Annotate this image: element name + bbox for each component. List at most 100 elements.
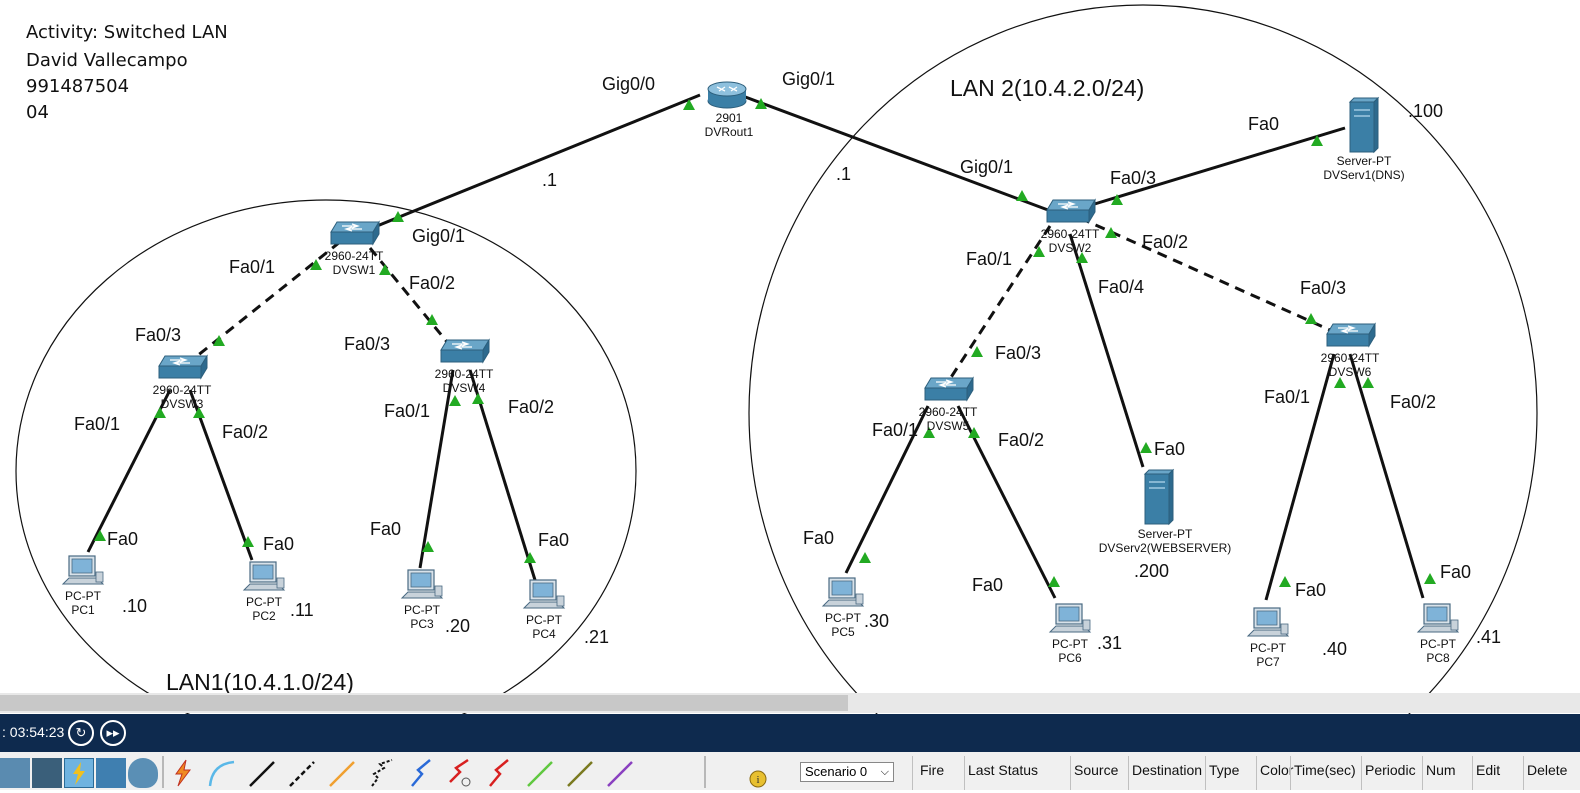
coaxial-cable-icon[interactable] bbox=[406, 758, 436, 788]
column-separator bbox=[1256, 756, 1257, 790]
switch-dvsw2[interactable]: 2960-24TT DVSW2 bbox=[1041, 199, 1100, 255]
pdu-column-periodic[interactable]: Periodic bbox=[1365, 762, 1416, 778]
column-separator bbox=[1290, 756, 1291, 790]
link-router-sw1[interactable] bbox=[371, 93, 701, 230]
switch-icon bbox=[1046, 199, 1096, 223]
pc-pc8[interactable]: PC-PT PC8 bbox=[1417, 603, 1459, 665]
device-name: PC5 bbox=[831, 625, 855, 639]
pdu-column-edit[interactable]: Edit bbox=[1476, 762, 1501, 778]
iot-custom-cable-icon[interactable] bbox=[564, 758, 594, 788]
pdu-column-delete[interactable]: Delete bbox=[1527, 762, 1568, 778]
info-icon[interactable]: i bbox=[744, 758, 774, 788]
column-separator bbox=[1422, 756, 1423, 790]
pdu-column-type[interactable]: Type bbox=[1209, 762, 1240, 778]
lan1-label: LAN1(10.4.1.0/24) bbox=[166, 669, 354, 695]
device-name: PC4 bbox=[532, 627, 556, 641]
pc-pc6[interactable]: PC-PT PC6 bbox=[1049, 603, 1091, 665]
usb-cable-icon[interactable] bbox=[604, 758, 634, 788]
pc-pc3[interactable]: PC-PT PC3 bbox=[401, 569, 443, 631]
reset-time-icon[interactable]: ↻ bbox=[68, 720, 94, 746]
link-sw4-pc3[interactable] bbox=[418, 369, 455, 569]
device-name: PC1 bbox=[71, 603, 95, 617]
port-label: Fa0/3 bbox=[344, 334, 390, 354]
fast-forward-icon[interactable]: ▸▸ bbox=[100, 720, 126, 746]
ip-label: .10 bbox=[122, 596, 147, 616]
switch-icon bbox=[440, 339, 490, 363]
link-sw2-sw5[interactable] bbox=[942, 225, 1052, 389]
pc-icon bbox=[1417, 603, 1459, 633]
device-name: PC2 bbox=[252, 609, 276, 623]
octal-cable-icon[interactable] bbox=[524, 758, 554, 788]
components-icon[interactable] bbox=[96, 758, 126, 788]
link-sw6-pc8[interactable] bbox=[1348, 353, 1425, 599]
scenario-select[interactable]: Scenario 0 ⌵ bbox=[800, 762, 894, 782]
switch-dvsw6[interactable]: 2960-24TT DVSW6 bbox=[1321, 323, 1380, 379]
port-label: Fa0 bbox=[1154, 439, 1185, 459]
device-model: PC-PT bbox=[65, 589, 102, 603]
bottom-toolbar: i Scenario 0 ⌵ Fire Last Status Source Dest… bbox=[0, 752, 1580, 790]
port-label: Fa0 bbox=[263, 534, 294, 554]
pdu-column-color[interactable]: Color bbox=[1260, 762, 1294, 778]
device-model: PC-PT bbox=[526, 613, 563, 627]
link-sw5-pc6[interactable] bbox=[956, 405, 1057, 599]
console-cable-icon[interactable] bbox=[206, 758, 236, 788]
ip-label: .21 bbox=[584, 627, 609, 647]
port-label: Fa0/2 bbox=[998, 430, 1044, 450]
pdu-column-fire[interactable]: Fire bbox=[920, 762, 945, 778]
link-sw4-pc4[interactable] bbox=[468, 369, 537, 581]
pc-icon bbox=[1247, 607, 1289, 637]
link-sw1-sw4[interactable] bbox=[368, 247, 454, 349]
server-dvserv1[interactable]: Server-PT DVServ1(DNS) bbox=[1323, 97, 1405, 182]
port-label: Fa0 bbox=[1248, 114, 1279, 134]
pdu-column-time-sec[interactable]: Time(sec) bbox=[1294, 762, 1356, 778]
pdu-column-num[interactable]: Num bbox=[1426, 762, 1456, 778]
pc-pc4[interactable]: PC-PT PC4 bbox=[523, 579, 565, 641]
pdu-column-last-status[interactable]: Last Status bbox=[968, 762, 1039, 778]
fiber-icon[interactable] bbox=[326, 758, 356, 788]
port-label: Fa0/2 bbox=[1390, 392, 1436, 412]
serial-dce-icon[interactable] bbox=[444, 758, 474, 788]
wan-cloud-icon[interactable] bbox=[128, 758, 158, 788]
device-model: 2960-24TT bbox=[435, 367, 494, 381]
time-bar: : 03:54:23 ↻ ▸▸ bbox=[0, 714, 1580, 752]
scenario-select-value: Scenario 0 bbox=[805, 764, 868, 779]
link-sw5-pc5[interactable] bbox=[844, 405, 930, 574]
device-name: DVRout1 bbox=[705, 125, 754, 139]
copper-straight-through-icon[interactable] bbox=[246, 758, 276, 788]
pc-pc5[interactable]: PC-PT PC5 bbox=[822, 577, 864, 639]
link-sw2-sw6[interactable] bbox=[1079, 216, 1331, 332]
network-devices-icon[interactable] bbox=[0, 758, 30, 788]
switch-dvsw4[interactable]: 2960-24TT DVSW4 bbox=[435, 339, 494, 395]
copper-cross-over-icon[interactable] bbox=[286, 758, 316, 788]
server-dvserv2[interactable]: Server-PT DVServ2(WEBSERVER) bbox=[1099, 469, 1231, 555]
link-up-triangle-icon bbox=[1140, 442, 1152, 453]
automatic-connection-icon[interactable] bbox=[168, 758, 198, 788]
connections-category-icon[interactable] bbox=[64, 758, 94, 788]
pc-icon bbox=[1049, 603, 1091, 633]
switch-dvsw3[interactable]: 2960-24TT DVSW3 bbox=[153, 355, 212, 411]
end-devices-icon[interactable] bbox=[32, 758, 62, 788]
pdu-column-destination[interactable]: Destination bbox=[1132, 762, 1203, 778]
router-dvrout1[interactable]: 2901 DVRout1 bbox=[705, 81, 754, 139]
link-sw2-serv2[interactable] bbox=[1068, 233, 1145, 468]
pdu-column-source[interactable]: Source bbox=[1074, 762, 1119, 778]
pc-pc1[interactable]: PC-PT PC1 bbox=[62, 555, 104, 617]
workspace-horizontal-scrollbar[interactable] bbox=[0, 693, 1580, 713]
link-sw3-pc2[interactable] bbox=[188, 389, 254, 561]
phone-cable-icon[interactable] bbox=[366, 758, 396, 788]
switch-dvsw1[interactable]: 2960-24TT DVSW1 bbox=[325, 221, 384, 277]
link-up-triangle-icon bbox=[379, 264, 391, 275]
switch-dvsw5[interactable]: 2960-24TT DVSW5 bbox=[919, 377, 978, 433]
pc-pc2[interactable]: PC-PT PC2 bbox=[243, 561, 285, 623]
port-label: Gig0/1 bbox=[960, 157, 1013, 177]
link-sw6-pc7[interactable] bbox=[1264, 353, 1336, 601]
device-model: 2960-24TT bbox=[919, 405, 978, 419]
serial-dte-icon[interactable] bbox=[484, 758, 514, 788]
scrollbar-thumb[interactable] bbox=[0, 695, 848, 711]
link-sw2-serv1[interactable] bbox=[1087, 126, 1346, 208]
link-router-sw2[interactable] bbox=[739, 93, 1049, 212]
pc-icon bbox=[243, 561, 285, 591]
pc-pc7[interactable]: PC-PT PC7 bbox=[1247, 607, 1289, 669]
device-name: DVServ1(DNS) bbox=[1323, 168, 1404, 182]
